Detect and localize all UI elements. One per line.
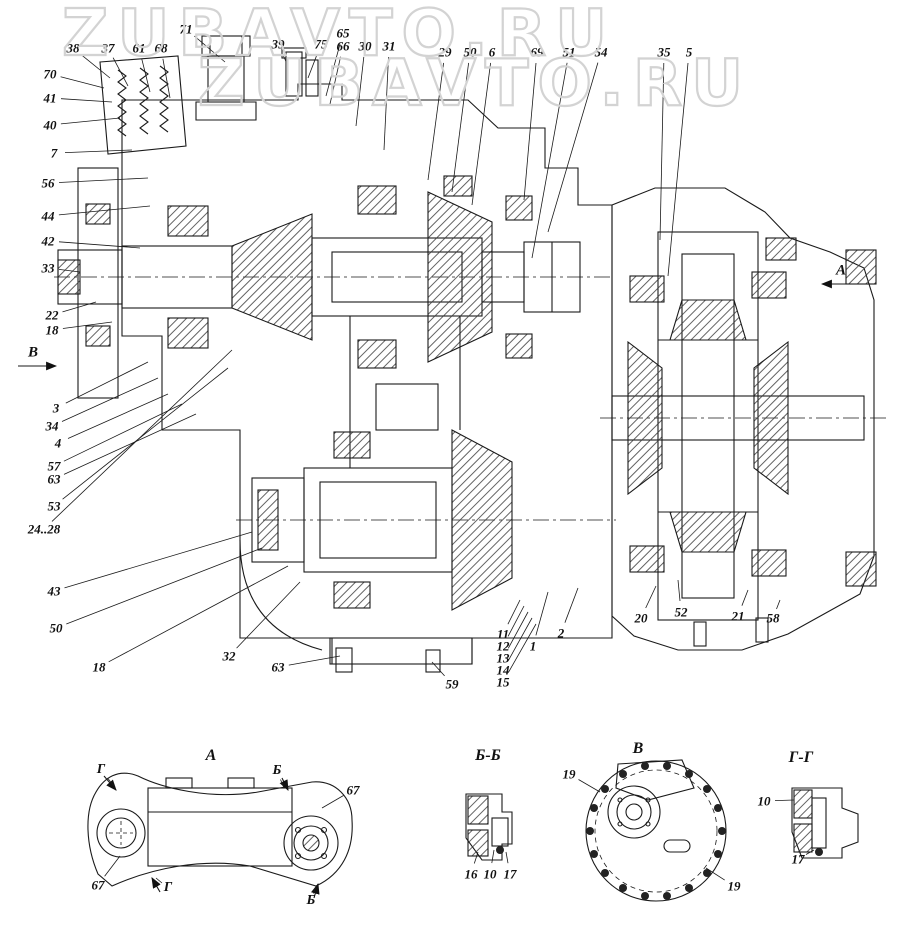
view-b-b-drawing <box>465 793 513 861</box>
view-a-drawing <box>87 772 353 899</box>
view-v-drawing <box>585 759 727 902</box>
main-assembly-drawing <box>18 35 888 673</box>
view-g-g-drawing <box>791 787 859 859</box>
